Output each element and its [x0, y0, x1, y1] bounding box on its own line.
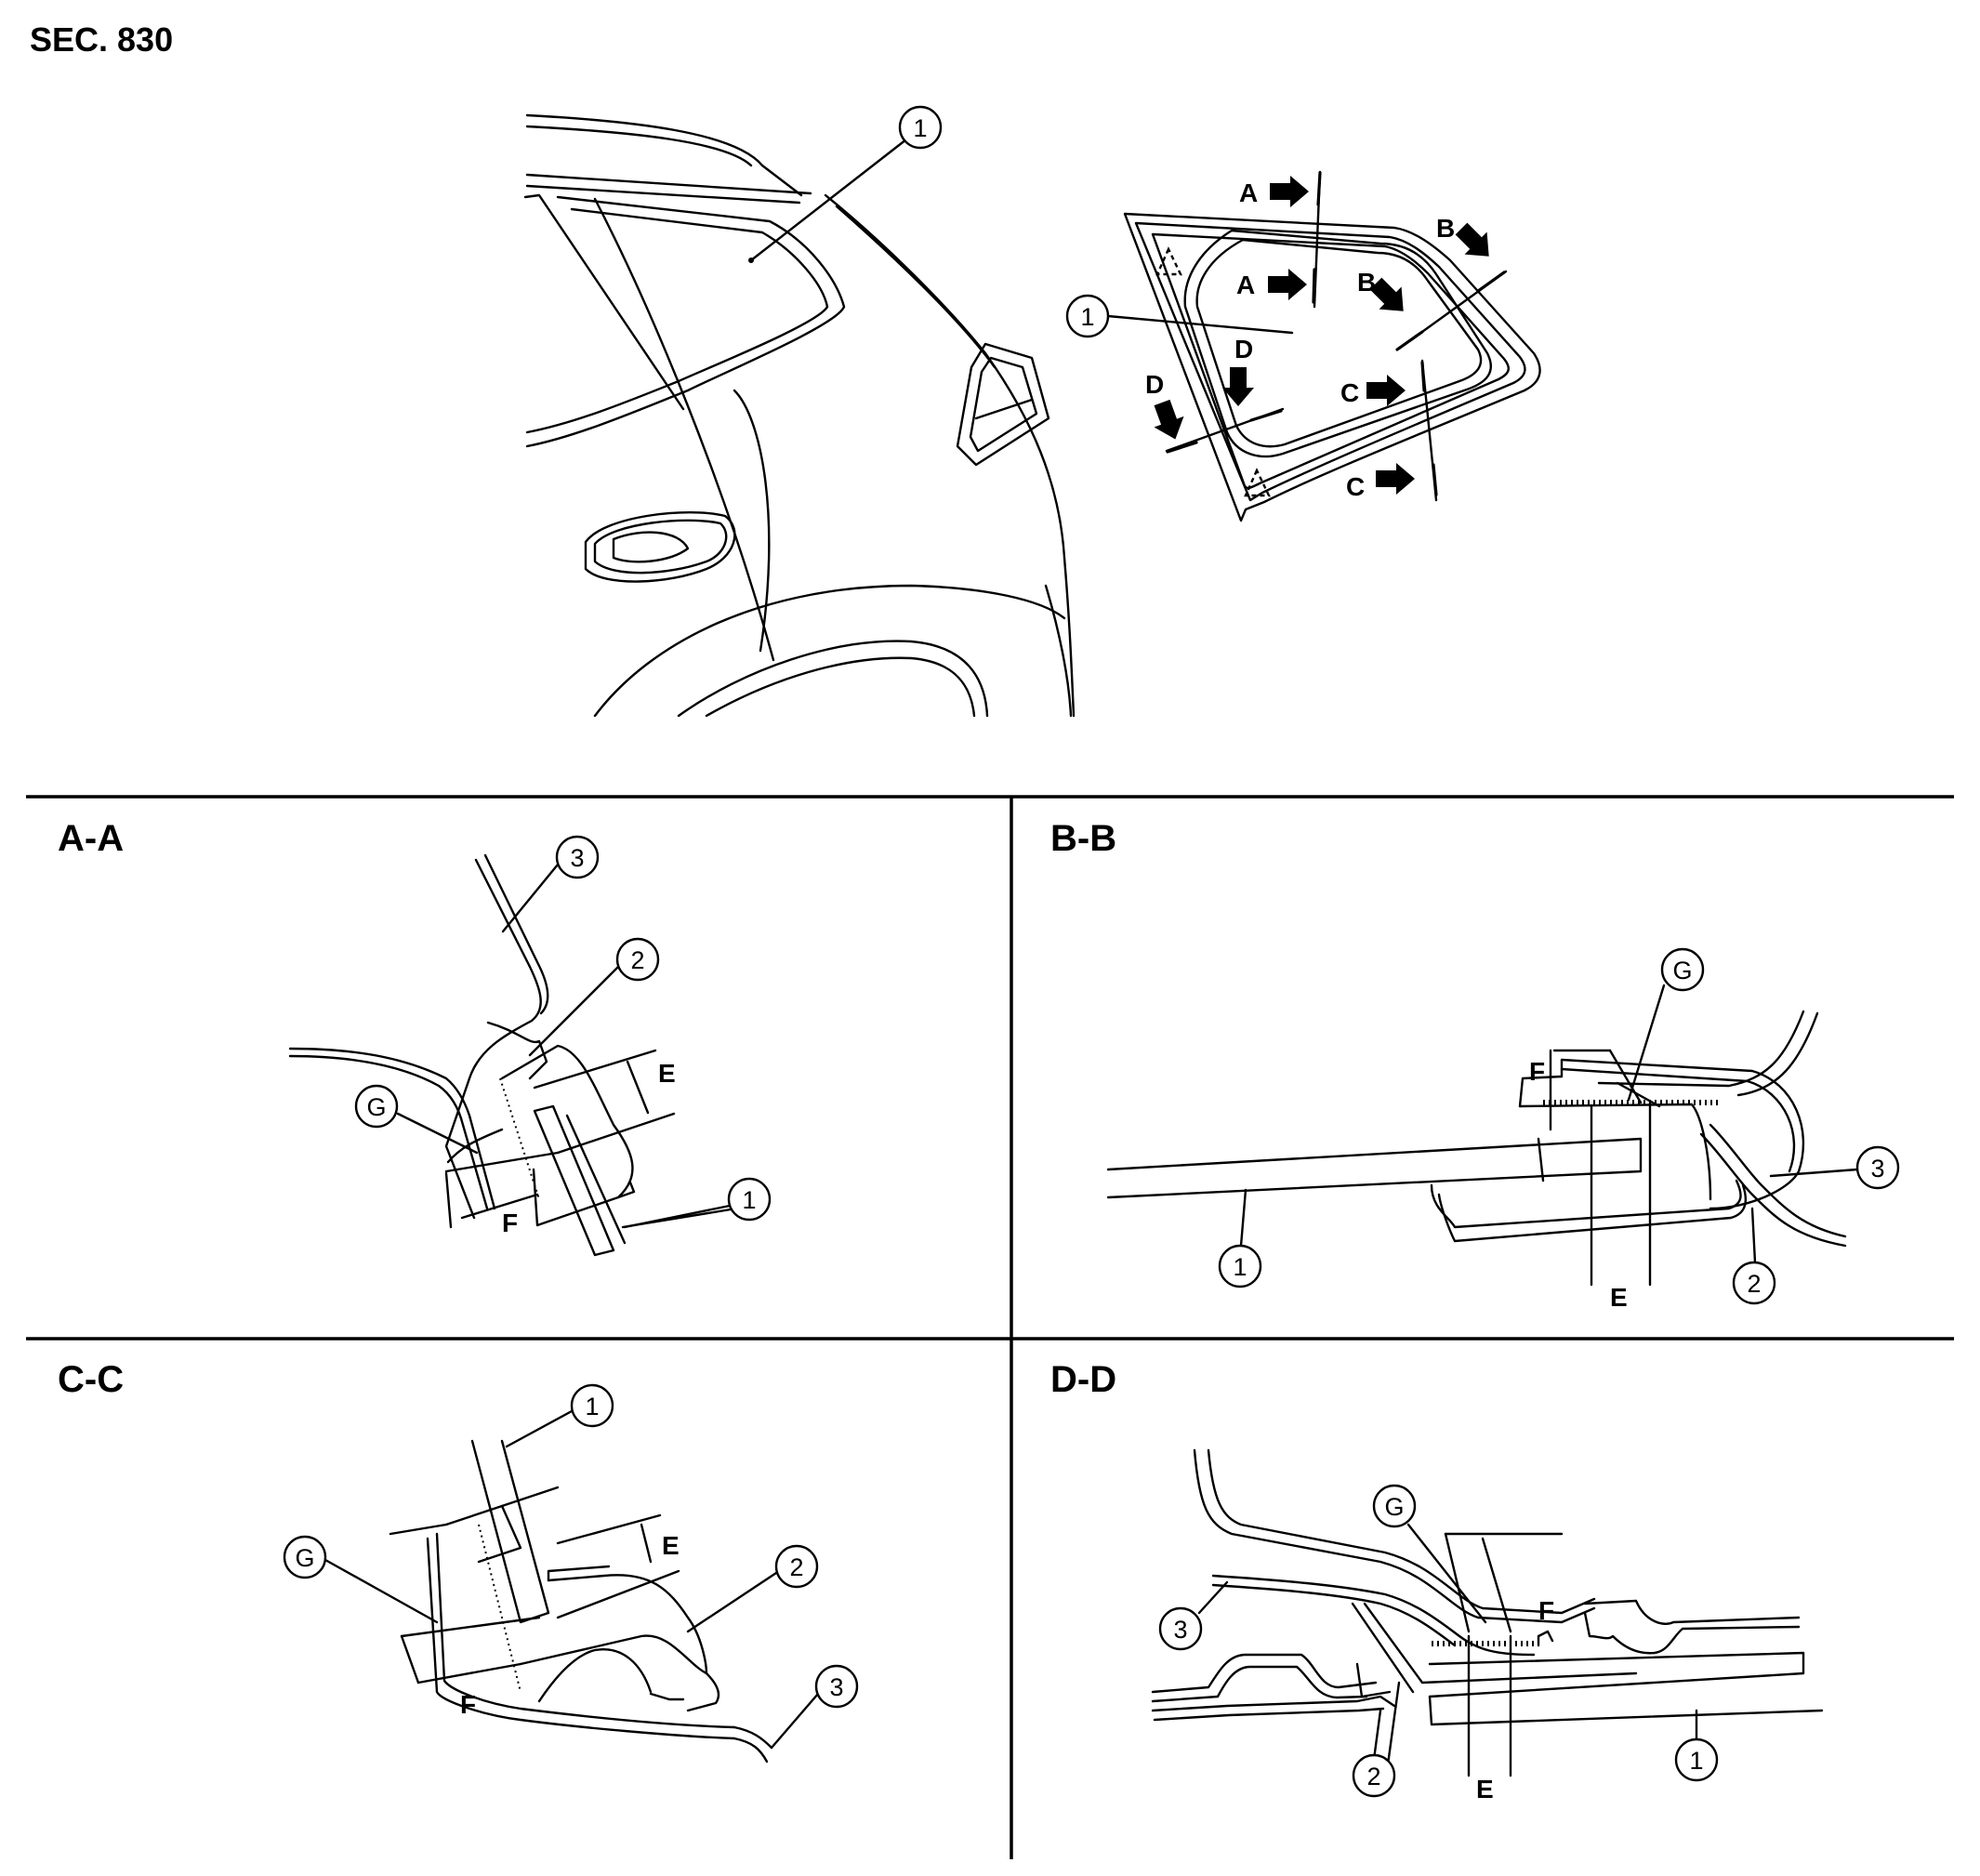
callout-1-c-c: 1 — [505, 1383, 614, 1448]
svg-text:G: G — [1384, 1493, 1404, 1521]
callout-2-c-c: 2 — [686, 1544, 819, 1633]
callout-g-a-a: G — [354, 1084, 479, 1155]
callout-3-a-a: 3 — [501, 835, 600, 933]
panel-frame — [26, 795, 1954, 1859]
callout-1-glass: 1 — [1065, 294, 1294, 338]
section-cut-lines — [1165, 170, 1508, 502]
svg-text:1: 1 — [585, 1393, 599, 1420]
svg-text:1: 1 — [742, 1186, 756, 1214]
svg-text:2: 2 — [789, 1553, 803, 1581]
marker-d-lower: D — [1145, 370, 1164, 399]
callout-1-vehicle: 1 — [748, 105, 943, 263]
marker-d-upper: D — [1234, 335, 1253, 363]
callout-2-b-b: 2 — [1732, 1207, 1776, 1305]
quarter-glass-outline — [1123, 212, 1541, 522]
dim-f-d-d: F — [1538, 1596, 1554, 1625]
svg-text:2: 2 — [1747, 1270, 1761, 1298]
svg-text:G: G — [1672, 957, 1692, 984]
callout-3-b-b: 3 — [1769, 1145, 1900, 1190]
callout-g-c-c: G — [283, 1535, 439, 1624]
marker-b-upper: B — [1436, 214, 1455, 243]
callout-g-d-d: G — [1372, 1484, 1487, 1624]
marker-b-lower: B — [1357, 268, 1376, 297]
callout-3-d-d: 3 — [1158, 1580, 1229, 1651]
svg-text:3: 3 — [570, 844, 584, 872]
marker-c-upper: C — [1340, 378, 1359, 407]
callout-1-a-a: 1 — [623, 1177, 772, 1229]
section-d-d-drawing — [1151, 1448, 1824, 1787]
section-c-c-drawing — [389, 1439, 773, 1764]
dim-f-a-a: F — [502, 1209, 518, 1237]
section-label-b-b: B-B — [1050, 818, 1117, 859]
vehicle-rear-quarter-view — [523, 113, 1076, 718]
section-a-a-drawing — [288, 853, 738, 1257]
dim-f-c-c: F — [460, 1690, 476, 1719]
section-title: SEC. 830 — [30, 20, 174, 59]
svg-text:1: 1 — [1233, 1253, 1247, 1281]
marker-a-upper: A — [1239, 178, 1258, 207]
svg-text:3: 3 — [1173, 1616, 1187, 1644]
dim-e-c-c: E — [662, 1531, 680, 1560]
svg-text:G: G — [295, 1544, 314, 1572]
callout-1-b-b: 1 — [1218, 1188, 1262, 1288]
marker-c-lower: C — [1346, 472, 1365, 501]
svg-text:2: 2 — [1366, 1763, 1380, 1790]
callout-1-d-d: 1 — [1674, 1709, 1719, 1782]
marker-a-lower: A — [1236, 271, 1255, 299]
svg-text:1: 1 — [1689, 1747, 1703, 1775]
dim-e-b-b: E — [1610, 1283, 1628, 1312]
callout-g-b-b: G — [1627, 947, 1705, 1102]
dim-e-a-a: E — [658, 1059, 676, 1088]
section-label-d-d: D-D — [1050, 1359, 1117, 1400]
svg-text:1: 1 — [913, 114, 927, 142]
callout-3-c-c: 3 — [770, 1664, 859, 1750]
dim-e-d-d: E — [1476, 1775, 1494, 1803]
callout-2-d-d: 2 — [1352, 1753, 1396, 1798]
dim-f-b-b: F — [1529, 1057, 1545, 1086]
svg-text:2: 2 — [630, 946, 644, 974]
section-label-c-c: C-C — [58, 1359, 125, 1400]
callout-2-a-a: 2 — [528, 937, 660, 1057]
section-label-a-a: A-A — [58, 818, 125, 859]
section-b-b-drawing — [1106, 1010, 1847, 1287]
svg-text:3: 3 — [829, 1673, 843, 1701]
svg-text:3: 3 — [1870, 1155, 1884, 1182]
svg-text:G: G — [366, 1093, 386, 1121]
svg-text:1: 1 — [1080, 303, 1094, 331]
